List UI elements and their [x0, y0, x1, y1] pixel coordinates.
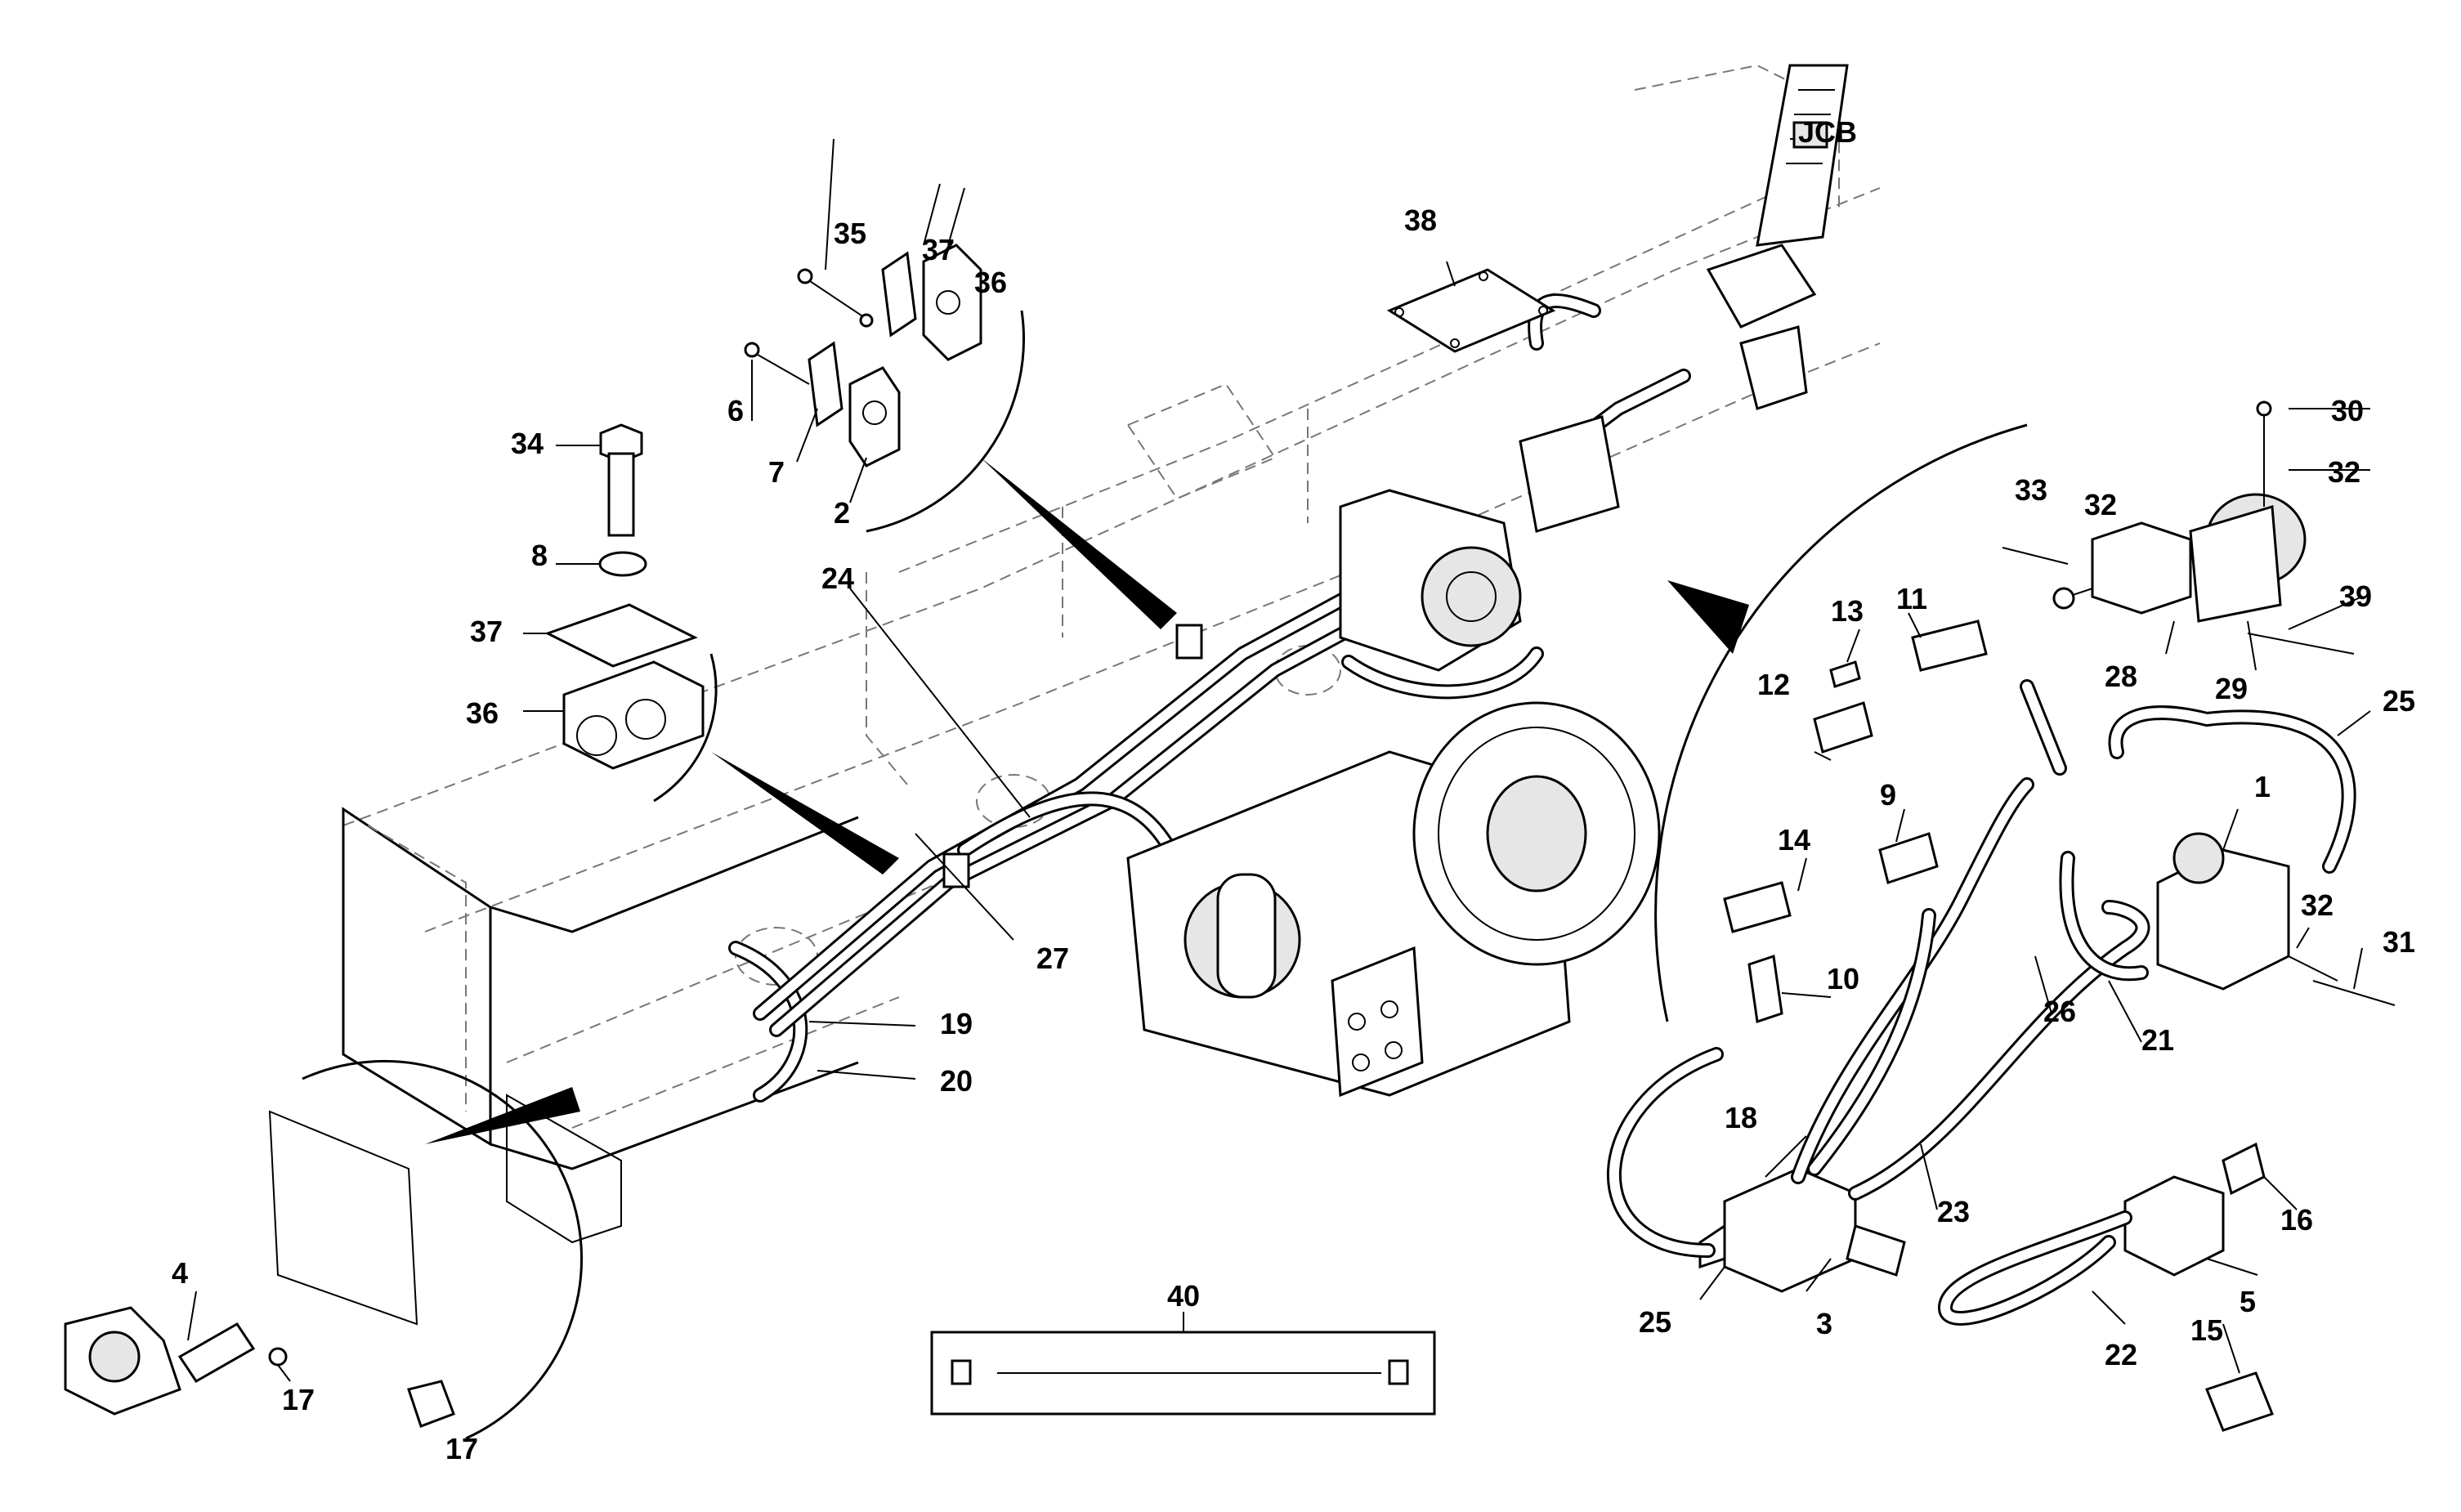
label-part-37-b: 37	[470, 615, 503, 648]
label-part-2: 2	[834, 496, 850, 530]
part-labels: 1 2 3 4 5 6 7 8 9 10 11 12 13 14 15 16 1…	[172, 204, 2415, 1465]
label-part-1: 1	[2254, 770, 2271, 803]
label-part-12: 12	[1757, 668, 1790, 701]
label-part-7: 7	[768, 455, 785, 489]
pedal-logo: JCB	[1798, 115, 1857, 149]
cable-40-box	[930, 1312, 1436, 1416]
label-part-25-b: 25	[1639, 1305, 1671, 1339]
label-part-34: 34	[511, 427, 544, 460]
label-part-4: 4	[172, 1256, 188, 1290]
label-part-14: 14	[1778, 823, 1810, 857]
label-part-16: 16	[2280, 1203, 2313, 1237]
label-part-32-a: 32	[2328, 455, 2360, 489]
label-part-36-b: 36	[466, 696, 499, 730]
detail-hydraulic-group	[1606, 400, 2396, 1432]
label-part-6: 6	[727, 394, 744, 427]
label-part-40: 40	[1167, 1279, 1200, 1313]
chassis-frame	[342, 64, 1881, 1129]
label-part-29: 29	[2215, 672, 2248, 705]
label-part-10: 10	[1827, 962, 1859, 995]
label-part-31: 31	[2383, 925, 2415, 959]
label-part-13: 13	[1831, 594, 1864, 628]
label-part-33: 33	[2015, 473, 2047, 507]
label-part-35: 35	[834, 217, 866, 250]
label-part-17-a: 17	[282, 1383, 315, 1416]
label-part-23: 23	[1937, 1195, 1970, 1228]
label-part-8: 8	[531, 539, 548, 572]
transmission-assembly	[1126, 415, 1661, 1098]
label-part-28: 28	[2105, 660, 2137, 693]
cover-plate-38	[1386, 268, 1556, 353]
label-part-15: 15	[2190, 1313, 2223, 1347]
label-part-25-a: 25	[2383, 684, 2415, 718]
label-part-27: 27	[1036, 942, 1069, 975]
label-part-32-b: 32	[2084, 488, 2117, 521]
label-part-18: 18	[1725, 1101, 1757, 1134]
label-part-38: 38	[1404, 204, 1437, 237]
leader-lines	[187, 261, 2371, 1382]
label-part-26: 26	[2043, 995, 2076, 1028]
label-part-17-b: 17	[445, 1432, 478, 1465]
label-part-21: 21	[2141, 1023, 2174, 1057]
label-part-37-a: 37	[922, 233, 955, 266]
detail-clamp-lower	[523, 423, 899, 875]
label-part-20: 20	[940, 1064, 973, 1098]
label-part-24: 24	[821, 561, 854, 595]
label-part-9: 9	[1880, 778, 1896, 812]
detail-bottom-left	[64, 1059, 584, 1440]
label-part-32-c: 32	[2301, 888, 2333, 922]
label-part-11: 11	[1896, 582, 1927, 615]
label-part-30: 30	[2331, 394, 2364, 427]
label-part-3: 3	[1816, 1307, 1832, 1340]
label-part-19: 19	[940, 1007, 973, 1040]
label-part-5: 5	[2240, 1285, 2256, 1318]
label-part-39: 39	[2339, 579, 2372, 613]
accelerator-pedal: JCB	[1706, 64, 1857, 410]
detail-clamp-upper	[744, 138, 1177, 629]
label-part-36-a: 36	[974, 266, 1007, 299]
label-part-22: 22	[2105, 1338, 2137, 1371]
